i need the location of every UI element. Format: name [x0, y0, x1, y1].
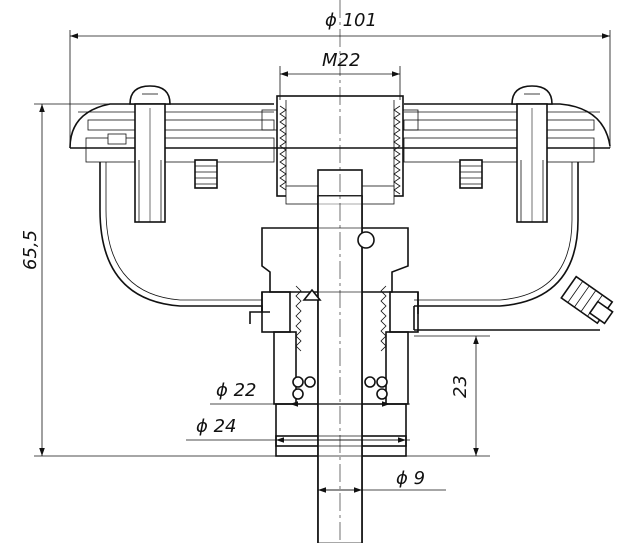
right-screw: [511, 85, 553, 223]
dimension-outer-diameter: [69, 30, 611, 148]
dim-offset-label: 23: [450, 375, 471, 398]
dim-diameter-9-label: ϕ 9: [396, 468, 425, 489]
central-shaft: [302, 0, 375, 543]
left-screw: [129, 85, 171, 223]
dimension-height: [34, 103, 276, 457]
lower-gasket-left: [85, 137, 275, 163]
dimension-offset: [406, 335, 490, 457]
dimension-thread: [279, 66, 401, 100]
top-gasket-right: [403, 119, 595, 131]
left-stud: [194, 159, 218, 189]
dim-diameter-22-label: ϕ 22: [216, 380, 257, 401]
top-gasket-left: [87, 119, 275, 131]
dim-thread-label: M22: [322, 50, 360, 71]
side-fitting: [560, 275, 614, 325]
right-stud: [459, 159, 483, 189]
dim-outer-diameter-label: ϕ 101: [325, 10, 377, 31]
lower-gasket-right: [403, 137, 595, 163]
dim-diameter-24-label: ϕ 24: [196, 416, 237, 437]
bearing-balls: [292, 376, 388, 400]
dim-height-label: 65,5: [20, 230, 41, 270]
housing-bowl: [99, 162, 600, 331]
